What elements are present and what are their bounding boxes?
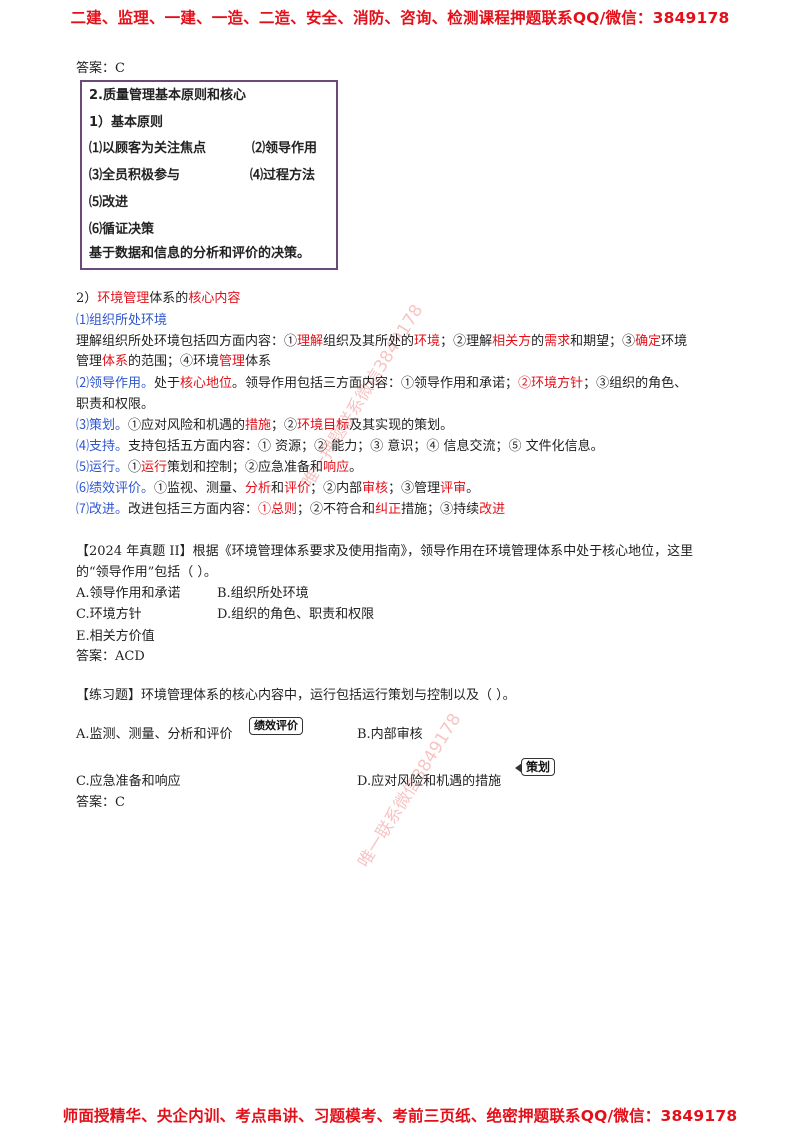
- t: 及其实现的策划。: [349, 418, 454, 433]
- t: ①总则: [258, 502, 298, 517]
- t: ；②不符合和: [297, 502, 376, 517]
- section-heading: 2）环境管理体系的核心内容: [76, 289, 240, 309]
- heading-core: 核心内容: [188, 291, 241, 306]
- t: 评审: [440, 481, 467, 496]
- t: 响应: [323, 460, 350, 475]
- t: ；②内部: [310, 481, 363, 496]
- answer-1: 答案：C: [76, 61, 125, 76]
- t: 组织及其所处的: [323, 334, 415, 349]
- q1-answer: 答案：ACD: [76, 649, 145, 664]
- box-subtitle: 1）基本原则: [89, 115, 164, 130]
- p1-heading: ⑴组织所处环境: [76, 313, 168, 328]
- t: 纠正: [375, 502, 402, 517]
- box-note: 基于数据和信息的分析和评价的决策。: [89, 246, 311, 261]
- t: ①监视、测量、: [154, 481, 246, 496]
- p4-line: ⑷支持。支持包括五方面内容：① 资源；② 能力；③ 意识；④ 信息交流；⑤ 文件…: [76, 437, 604, 457]
- t: ⑺改进。: [76, 502, 129, 517]
- t: 环境: [414, 334, 441, 349]
- q1-option-c: C.环境方针: [76, 607, 142, 622]
- p1-line-1: 理解组织所处环境包括四方面内容：①理解组织及其所处的环境；②理解相关方的需求和期…: [76, 332, 687, 352]
- top-promo-banner: 二建、监理、一建、一造、二造、安全、消防、咨询、检测课程押题联系QQ/微信：38…: [70, 9, 730, 27]
- box-item-2: ⑵领导作用: [252, 141, 318, 156]
- t: 的范围；④环境: [128, 354, 220, 369]
- p3-line: ⑶策划。①应对风险和机遇的措施；②环境目标及其实现的策划。: [76, 416, 453, 436]
- q2-stem: 【练习题】环境管理体系的核心内容中，运行包括运行策划与控制以及（ ）。: [76, 688, 516, 703]
- t: 管理: [76, 354, 103, 369]
- q1-option-d: D.组织的角色、职责和权限: [217, 607, 375, 622]
- t: ⑹绩效评价。: [76, 481, 155, 496]
- t: 理解组织所处环境包括四方面内容：①: [76, 334, 298, 349]
- t: 措施: [245, 418, 272, 433]
- heading-env-mgmt: 环境管理: [97, 291, 150, 306]
- t: 环境目标: [297, 418, 350, 433]
- t: 环境: [661, 334, 688, 349]
- t: 的: [531, 334, 545, 349]
- t: ①应对风险和机遇的: [128, 418, 246, 433]
- t: 支持包括五方面内容：① 资源；② 能力；③ 意识；④ 信息交流；⑤ 文件化信息。: [128, 439, 604, 454]
- p2-line-2: 职责和权限。: [76, 397, 155, 412]
- t: ⑶策划。: [76, 418, 129, 433]
- t: 管理: [219, 354, 246, 369]
- t: ⑵领导作用。: [76, 376, 155, 391]
- q1-option-b: B.组织所处环境: [217, 586, 309, 601]
- t: 分析: [245, 481, 272, 496]
- q1-stem-1: 【2024 年真题 II】根据《环境管理体系要求及使用指南》，领导作用在环境管理…: [76, 544, 694, 559]
- q2-option-c: C.应急准备和响应: [76, 774, 181, 789]
- p6-line: ⑹绩效评价。①监视、测量、分析和评价；②内部审核；③管理评审。: [76, 479, 479, 499]
- t: ⑷支持。: [76, 439, 129, 454]
- p7-line: ⑺改进。改进包括三方面内容：①总则；②不符合和纠正措施；③持续改进: [76, 500, 505, 520]
- t: 策划和控制；②应急准备和: [167, 460, 324, 475]
- p1-line-2: 管理体系的范围；④环境管理体系: [76, 352, 271, 372]
- t: 处于: [154, 376, 181, 391]
- q2-option-d: D.应对风险和机遇的措施: [357, 774, 502, 789]
- t: 体系: [102, 354, 129, 369]
- annotation-tag-performance-evaluation: 绩效评价: [249, 717, 303, 735]
- t: 和期望；③: [570, 334, 636, 349]
- q1-stem-2: 的“领导作用”包括（ ）。: [76, 565, 217, 580]
- t: 理解: [297, 334, 324, 349]
- q2-option-b: B.内部审核: [357, 727, 423, 742]
- q1-option-a: A.领导作用和承诺: [76, 586, 181, 601]
- t: ②环境方针: [518, 376, 584, 391]
- t: 和: [271, 481, 285, 496]
- t: 审核: [362, 481, 389, 496]
- t: 运行: [141, 460, 168, 475]
- annotation-tag-planning: 策划: [514, 758, 556, 776]
- t: 改进包括三方面内容：: [128, 502, 259, 517]
- p2-line-1: ⑵领导作用。处于核心地位。领导作用包括三方面内容：①领导作用和承诺；②环境方针；…: [76, 374, 687, 394]
- q2-option-a: A.监测、测量、分析和评价: [76, 727, 233, 742]
- heading-mid: 体系的: [149, 291, 189, 306]
- quality-principles-box: 2.质量管理基本原则和核心 1）基本原则 ⑴以顾客为关注焦点 ⑵领导作用 ⑶全员…: [80, 80, 338, 270]
- q2-answer: 答案：C: [76, 795, 125, 810]
- t: 。领导作用包括三方面内容：①领导作用和承诺；: [232, 376, 519, 391]
- bottom-promo-banner: 师面授精华、央企内训、考点串讲、习题模考、考前三页纸、绝密押题联系QQ/微信：3…: [62, 1107, 738, 1125]
- t: ①: [128, 460, 142, 475]
- q1-option-e: E.相关方价值: [76, 629, 155, 644]
- t: 体系: [245, 354, 272, 369]
- t: 相关方: [492, 334, 532, 349]
- t: ；③组织的角色、: [583, 376, 688, 391]
- box-item-4: ⑷过程方法: [250, 168, 316, 183]
- p5-line: ⑸运行。①运行策划和控制；②应急准备和响应。: [76, 458, 362, 478]
- box-item-1: ⑴以顾客为关注焦点: [89, 141, 207, 156]
- t: 。: [349, 460, 363, 475]
- t: ；②: [271, 418, 298, 433]
- t: 核心地位: [180, 376, 233, 391]
- t: ；③管理: [388, 481, 441, 496]
- heading-prefix: 2）: [76, 291, 98, 306]
- t: 需求: [544, 334, 571, 349]
- box-item-5: ⑸改进: [89, 195, 129, 210]
- t: 措施；③持续: [401, 502, 480, 517]
- t: ⑸运行。: [76, 460, 129, 475]
- box-item-3: ⑶全员积极参与: [89, 168, 181, 183]
- box-item-6: ⑹循证决策: [89, 222, 155, 237]
- t: 改进: [479, 502, 506, 517]
- box-title: 2.质量管理基本原则和核心: [89, 88, 246, 103]
- t: ；②理解: [440, 334, 493, 349]
- t: 评价: [284, 481, 311, 496]
- t: 。: [466, 481, 480, 496]
- t: 确定: [635, 334, 662, 349]
